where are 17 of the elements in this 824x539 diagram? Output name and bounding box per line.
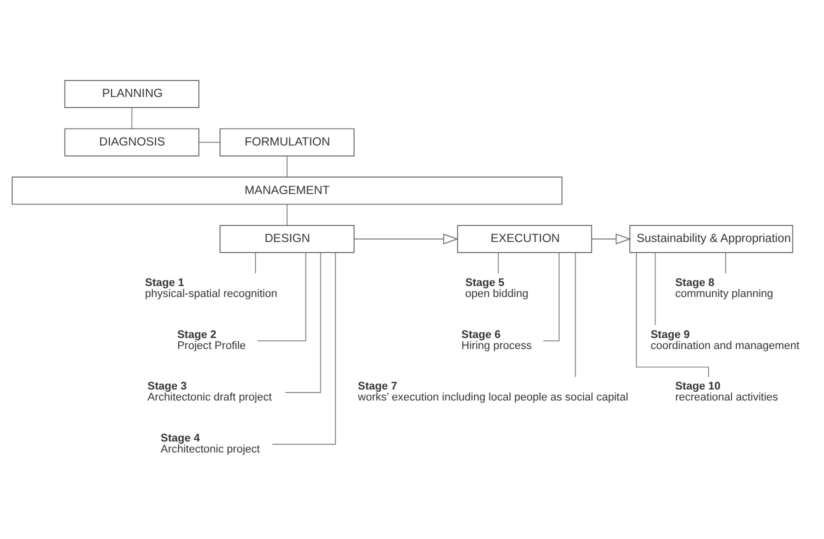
node-box: Sustainability & Appropriation bbox=[629, 224, 794, 253]
node-text: Stage 7 works’ execution including local people as social capital bbox=[358, 380, 628, 404]
connector bbox=[131, 106, 132, 129]
connector bbox=[286, 155, 288, 178]
node-box: MANAGEMENT bbox=[12, 176, 562, 204]
node-text: Stage 1 physical-spatial recognition bbox=[144, 276, 278, 300]
node-box: EXECUTION bbox=[457, 224, 592, 253]
node-box: DESIGN bbox=[220, 224, 355, 253]
node-text: Stage 10 recreational activities bbox=[675, 380, 778, 404]
node-text: Stage 9 coordination and management bbox=[650, 328, 800, 352]
connector bbox=[198, 141, 220, 142]
arrow bbox=[592, 233, 632, 244]
node-box: PLANNING bbox=[64, 79, 200, 108]
connector bbox=[286, 203, 288, 226]
node-box: DIAGNOSIS bbox=[64, 128, 200, 156]
node-box: FORMULATION bbox=[220, 128, 355, 156]
arrow bbox=[354, 233, 459, 244]
